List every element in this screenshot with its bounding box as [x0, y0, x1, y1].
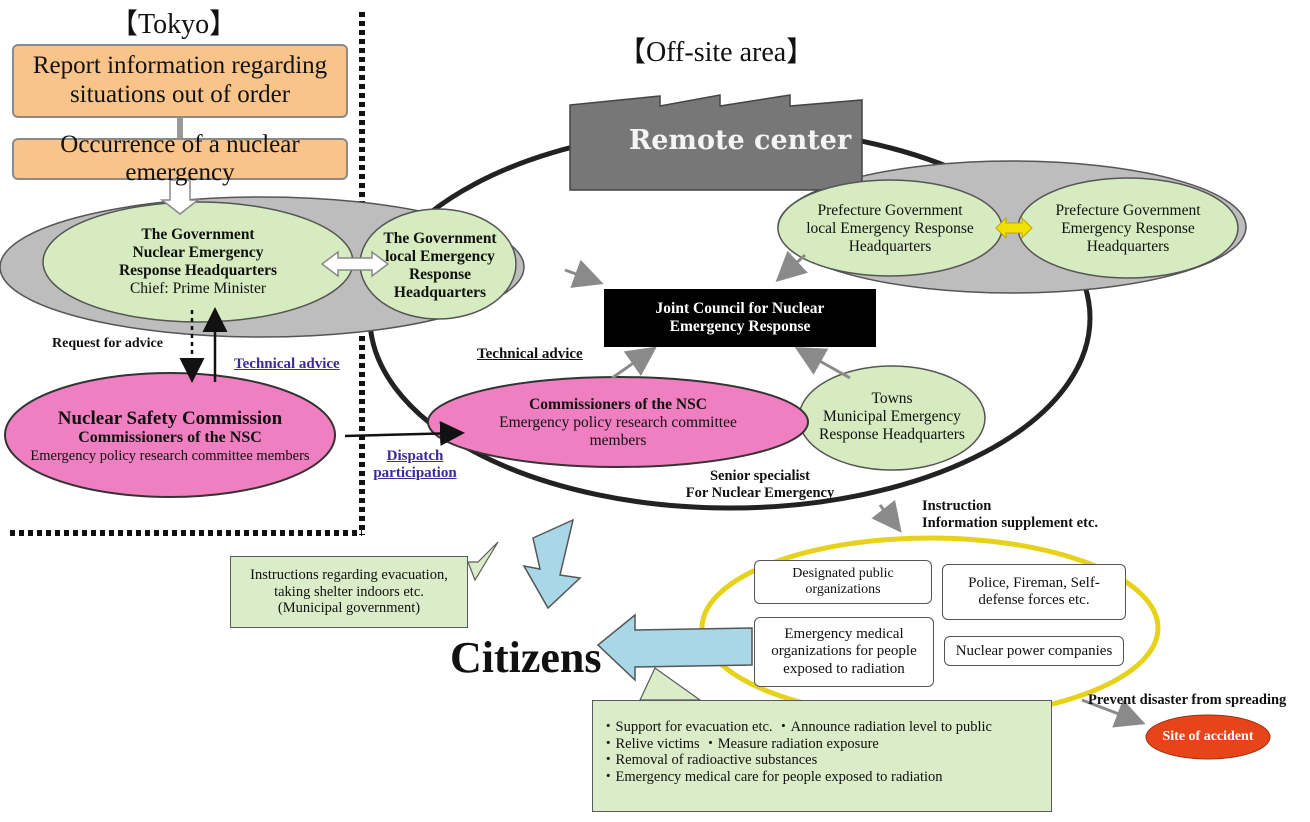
support-line-1: ・Support for evacuation etc. ・Announce r… — [601, 719, 992, 735]
nuclear-power-box: Nuclear power companies — [944, 636, 1124, 666]
building-icon — [569, 94, 863, 191]
nsc-offsite-line-2: Emergency policy research committee — [499, 414, 737, 432]
medical-line-2: organizations for people — [771, 643, 917, 660]
gov-local-hq-text: The Government local Emergency Response … — [372, 218, 508, 314]
technical-advice-label: Technical advice — [477, 346, 583, 362]
joint-council-box: Joint Council for Nuclear Emergency Resp… — [604, 289, 876, 347]
report-info-box: Report information regarding situations … — [12, 44, 348, 118]
report-line-1: Report information regarding — [32, 52, 328, 80]
site-accident-label: Site of accident — [1162, 729, 1254, 744]
joint-council-line-2: Emergency Response — [669, 318, 811, 335]
instructions-line-1: Instructions regarding evacuation, — [250, 566, 448, 583]
instructions-box: Instructions regarding evacuation, takin… — [230, 556, 468, 628]
towns-line-2: Municipal Emergency — [823, 408, 961, 426]
gov-hq-line-1: The Government — [141, 226, 255, 244]
support-line-3: ・Removal of radioactive substances — [601, 752, 818, 769]
arrow-icon — [159, 179, 201, 215]
blue-arrow-left — [596, 613, 753, 682]
citizens-label: Citizens — [450, 633, 602, 682]
gov-hq-line-2: Nuclear Emergency — [132, 244, 264, 262]
pref-hq-line-2: Emergency Response — [1061, 220, 1195, 238]
instructions-callout-tail — [467, 541, 499, 582]
senior-line-1: Senior specialist — [709, 468, 811, 484]
pref-local-hq-text: Prefecture Government local Emergency Re… — [790, 196, 990, 262]
joint-council-line-1: Joint Council for Nuclear — [655, 300, 825, 318]
senior-specialist-label: Senior specialist For Nuclear Emergency — [670, 468, 850, 501]
towns-text: Towns Municipal Emergency Response Headq… — [806, 384, 978, 450]
prevent-label: Prevent disaster from spreading — [1088, 692, 1287, 708]
pref-hq-line-1: Prefecture Government — [1055, 202, 1201, 220]
police-line-1: Police, Fireman, Self- — [968, 574, 1100, 591]
designated-line-1: Designated public — [792, 565, 894, 581]
nsc-tokyo-text: Nuclear Safety Commission Commissioners … — [10, 396, 330, 476]
pref-to-council-arrow — [775, 250, 808, 283]
towns-line-3: Response Headquarters — [819, 425, 965, 443]
designated-box: Designated public organizations — [754, 560, 932, 604]
tokyo-header: 【Tokyo】 — [110, 9, 238, 40]
pref-local-line-1: Prefecture Government — [817, 202, 963, 220]
nsc-tokyo-title: Nuclear Safety Commission — [57, 407, 283, 429]
nsc-to-council-arrow — [611, 346, 657, 380]
support-callout-tail — [639, 667, 702, 701]
prevent-arrow — [1081, 698, 1146, 728]
occurrence-box: Occurrence of a nuclear emergency — [12, 131, 348, 186]
designated-line-2: organizations — [805, 582, 881, 597]
pref-hq-text: Prefecture Government Emergency Response… — [1028, 196, 1228, 262]
nsc-offsite-text: Commissioners of the NSC Emergency polic… — [470, 390, 766, 456]
nsc-offsite-ellipse — [427, 376, 809, 468]
dispatch-label: Dispatch participation — [372, 448, 458, 483]
dispatch-arrow — [344, 421, 465, 447]
medical-line-1: Emergency medical — [784, 626, 904, 643]
request-advice-label: Request for advice — [52, 336, 163, 351]
support-line-4: ・Emergency medical care for people expos… — [601, 769, 943, 786]
blue-arrow-down — [522, 518, 582, 610]
medical-box: Emergency medical organizations for peop… — [754, 617, 934, 687]
nsc-tokyo-ellipse — [4, 372, 336, 498]
instruction-line-2: Information supplement etc. — [922, 514, 1099, 531]
instructions-line-3: (Municipal government) — [277, 600, 421, 617]
gov-local-line-1: The Government — [383, 230, 497, 248]
nsc-offsite-line-1: Commissioners of the NSC — [529, 396, 707, 414]
senior-line-2: For Nuclear Emergency — [685, 484, 835, 501]
police-line-2: defense forces etc. — [978, 592, 1090, 608]
remote-center-label: Remote center — [628, 124, 852, 156]
police-box: Police, Fireman, Self- defense forces et… — [942, 564, 1126, 620]
instruction-label: Instruction Information supplement etc. — [922, 498, 1098, 531]
pref-double-arrow — [995, 216, 1033, 240]
offsite-header: 【Off-site area】 — [618, 37, 815, 68]
pref-local-line-3: Headquarters — [848, 237, 932, 255]
support-box: ・Support for evacuation etc. ・Announce r… — [592, 700, 1052, 812]
support-line-2: ・Relive victims ・Measure radiation expos… — [601, 735, 879, 752]
technical-advice-link: Technical advice — [234, 356, 340, 372]
pref-local-line-2: local Emergency Response — [806, 220, 974, 238]
medical-line-3: exposed to radiation — [783, 660, 905, 677]
gov-hq-line-4: Chief: Prime Minister — [129, 279, 267, 297]
dispatch-line-2: participation — [373, 465, 457, 482]
gov-local-line-3: Response — [408, 266, 471, 283]
nsc-tokyo-sub: Commissioners of the NSC — [78, 429, 262, 447]
gov-double-arrow — [320, 250, 390, 278]
instruction-line-1: Instruction — [922, 498, 992, 514]
pref-hq-line-3: Headquarters — [1086, 237, 1170, 255]
site-accident-ellipse — [1145, 714, 1271, 760]
gov-hq-line-3: Response Headquarters — [118, 262, 277, 279]
towns-to-council-arrow — [794, 347, 851, 380]
nsc-offsite-line-3: members — [589, 431, 647, 449]
dispatch-line-1: Dispatch — [386, 448, 444, 464]
gov-local-line-4: Headquarters — [393, 283, 487, 301]
gov-local-line-2: local Emergency — [385, 248, 495, 266]
instruction-arrow — [871, 499, 902, 533]
report-line-2: situations out of order — [69, 81, 291, 108]
local-to-council-arrow — [564, 259, 604, 288]
nsc-tokyo-members: Emergency policy research committee memb… — [30, 447, 310, 464]
gov-hq-text: The Government Nuclear Emergency Respons… — [78, 212, 318, 312]
instructions-line-2: taking shelter indoors etc. — [274, 583, 424, 600]
towns-line-1: Towns — [871, 390, 913, 408]
